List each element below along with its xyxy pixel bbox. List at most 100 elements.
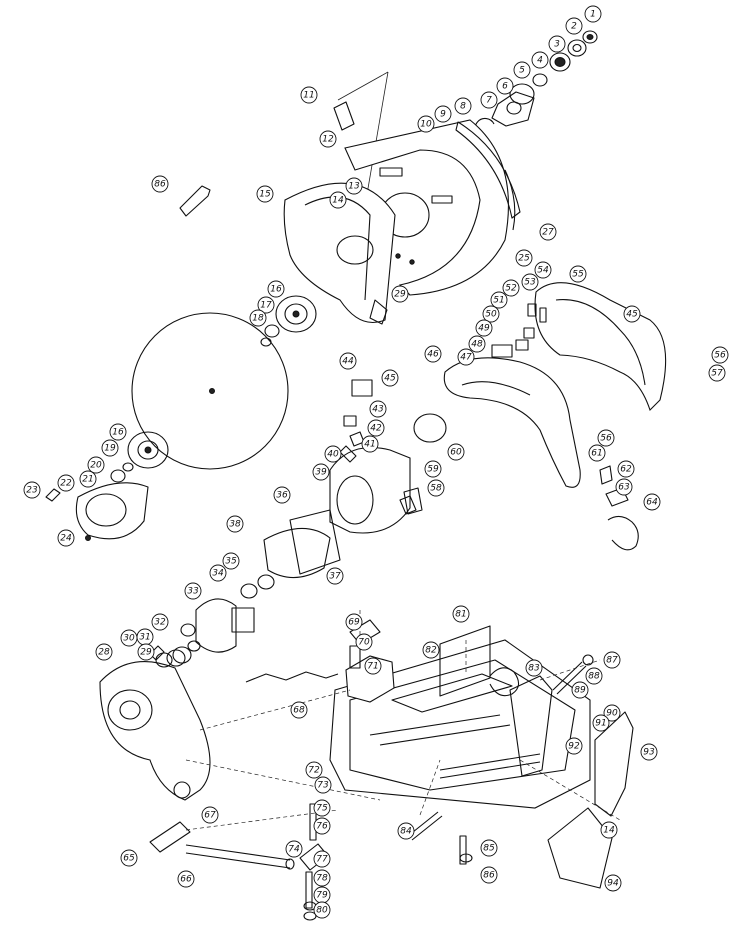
callout-circle bbox=[109, 423, 127, 441]
callout-number: 93 bbox=[643, 748, 655, 758]
callout-circle bbox=[256, 185, 274, 203]
callout-80: 80 bbox=[313, 901, 331, 919]
motor-housing-group bbox=[166, 379, 447, 667]
callout-circle bbox=[300, 86, 318, 104]
callout-number: 25 bbox=[518, 254, 530, 264]
callout-18: 18 bbox=[249, 309, 267, 327]
callout-number: 40 bbox=[327, 450, 339, 460]
callout-69: 69 bbox=[345, 613, 363, 631]
callout-number: 73 bbox=[317, 781, 329, 791]
callout-circle bbox=[273, 486, 291, 504]
callout-number: 22 bbox=[60, 479, 72, 489]
callout-11: 11 bbox=[300, 86, 318, 104]
callout-number: 47 bbox=[460, 353, 472, 363]
callout-number: 35 bbox=[225, 557, 237, 567]
callout-52: 52 bbox=[502, 279, 520, 297]
callout-47: 47 bbox=[457, 348, 475, 366]
callout-3: 3 bbox=[548, 35, 566, 53]
callout-55: 55 bbox=[569, 265, 587, 283]
callout-number: 16 bbox=[270, 285, 282, 295]
callout-89: 89 bbox=[571, 681, 589, 699]
callout-78: 78 bbox=[313, 869, 331, 887]
callout-27: 27 bbox=[539, 223, 557, 241]
callout-41: 41 bbox=[361, 435, 379, 453]
callout-85: 85 bbox=[480, 839, 498, 857]
callout-number: 14 bbox=[603, 826, 615, 836]
callout-8: 8 bbox=[454, 97, 472, 115]
callout-number: 3 bbox=[554, 40, 560, 50]
callout-42: 42 bbox=[367, 419, 385, 437]
callout-number: 2 bbox=[571, 22, 577, 32]
callout-7: 7 bbox=[480, 91, 498, 109]
callout-58: 58 bbox=[427, 479, 445, 497]
callout-number: 81 bbox=[455, 610, 466, 620]
callout-38: 38 bbox=[226, 515, 244, 533]
callout-number: 20 bbox=[90, 461, 102, 471]
callout-circle bbox=[454, 97, 472, 115]
callout-number: 86 bbox=[483, 871, 495, 881]
callout-circle bbox=[588, 444, 606, 462]
callout-number: 91 bbox=[595, 719, 606, 729]
callout-circle bbox=[57, 474, 75, 492]
callout-88: 88 bbox=[585, 667, 603, 685]
callout-number: 30 bbox=[123, 634, 135, 644]
callout-circle bbox=[534, 261, 552, 279]
callout-circle bbox=[361, 435, 379, 453]
callout-circle bbox=[226, 515, 244, 533]
callout-number: 64 bbox=[646, 498, 658, 508]
callout-45: 45 bbox=[381, 369, 399, 387]
callout-number: 50 bbox=[485, 310, 497, 320]
callout-22: 22 bbox=[57, 474, 75, 492]
callout-40: 40 bbox=[324, 445, 342, 463]
callout-number: 46 bbox=[427, 350, 439, 360]
callout-number: 88 bbox=[588, 672, 600, 682]
callout-32: 32 bbox=[151, 613, 169, 631]
callout-circle bbox=[313, 850, 331, 868]
callout-number: 15 bbox=[259, 190, 271, 200]
callout-circle bbox=[515, 249, 533, 267]
callout-circle bbox=[711, 346, 729, 364]
callout-circle bbox=[209, 564, 227, 582]
callout-circle bbox=[87, 456, 105, 474]
callout-54: 54 bbox=[534, 261, 552, 279]
callout-number: 45 bbox=[384, 374, 396, 384]
callout-circle bbox=[417, 115, 435, 133]
callout-circle bbox=[475, 319, 493, 337]
callout-number: 68 bbox=[293, 706, 305, 716]
callout-1: 1 bbox=[584, 5, 602, 23]
callout-circle bbox=[101, 439, 119, 457]
callout-circle bbox=[480, 91, 498, 109]
callout-23: 23 bbox=[23, 481, 41, 499]
callout-number: 23 bbox=[26, 486, 38, 496]
callout-number: 32 bbox=[154, 618, 166, 628]
callout-number: 66 bbox=[180, 875, 192, 885]
callout-92: 92 bbox=[565, 737, 583, 755]
callout-29: 29 bbox=[137, 643, 155, 661]
callout-25: 25 bbox=[515, 249, 533, 267]
guard-link-arm bbox=[179, 185, 211, 217]
callout-circle bbox=[457, 348, 475, 366]
callout-71: 71 bbox=[364, 657, 382, 675]
callout-circle bbox=[345, 613, 363, 631]
callout-number: 65 bbox=[123, 854, 135, 864]
callout-circle bbox=[490, 291, 508, 309]
callout-circle bbox=[257, 296, 275, 314]
callout-81: 81 bbox=[452, 605, 470, 623]
callout-number: 11 bbox=[303, 91, 314, 101]
callout-number: 72 bbox=[308, 766, 320, 776]
callout-49: 49 bbox=[475, 319, 493, 337]
callout-number: 60 bbox=[450, 448, 462, 458]
callout-number: 56 bbox=[714, 351, 726, 361]
callout-circle bbox=[569, 265, 587, 283]
callout-number: 57 bbox=[711, 369, 723, 379]
callout-number: 29 bbox=[140, 648, 152, 658]
callout-number: 67 bbox=[204, 811, 216, 821]
callout-number: 42 bbox=[370, 424, 382, 434]
callout-14: 14 bbox=[600, 821, 618, 839]
callout-number: 12 bbox=[322, 135, 334, 145]
callout-circle bbox=[319, 130, 337, 148]
callout-84: 84 bbox=[397, 822, 415, 840]
callout-86: 86 bbox=[151, 175, 169, 193]
callout-59: 59 bbox=[424, 460, 442, 478]
callout-circle bbox=[571, 681, 589, 699]
